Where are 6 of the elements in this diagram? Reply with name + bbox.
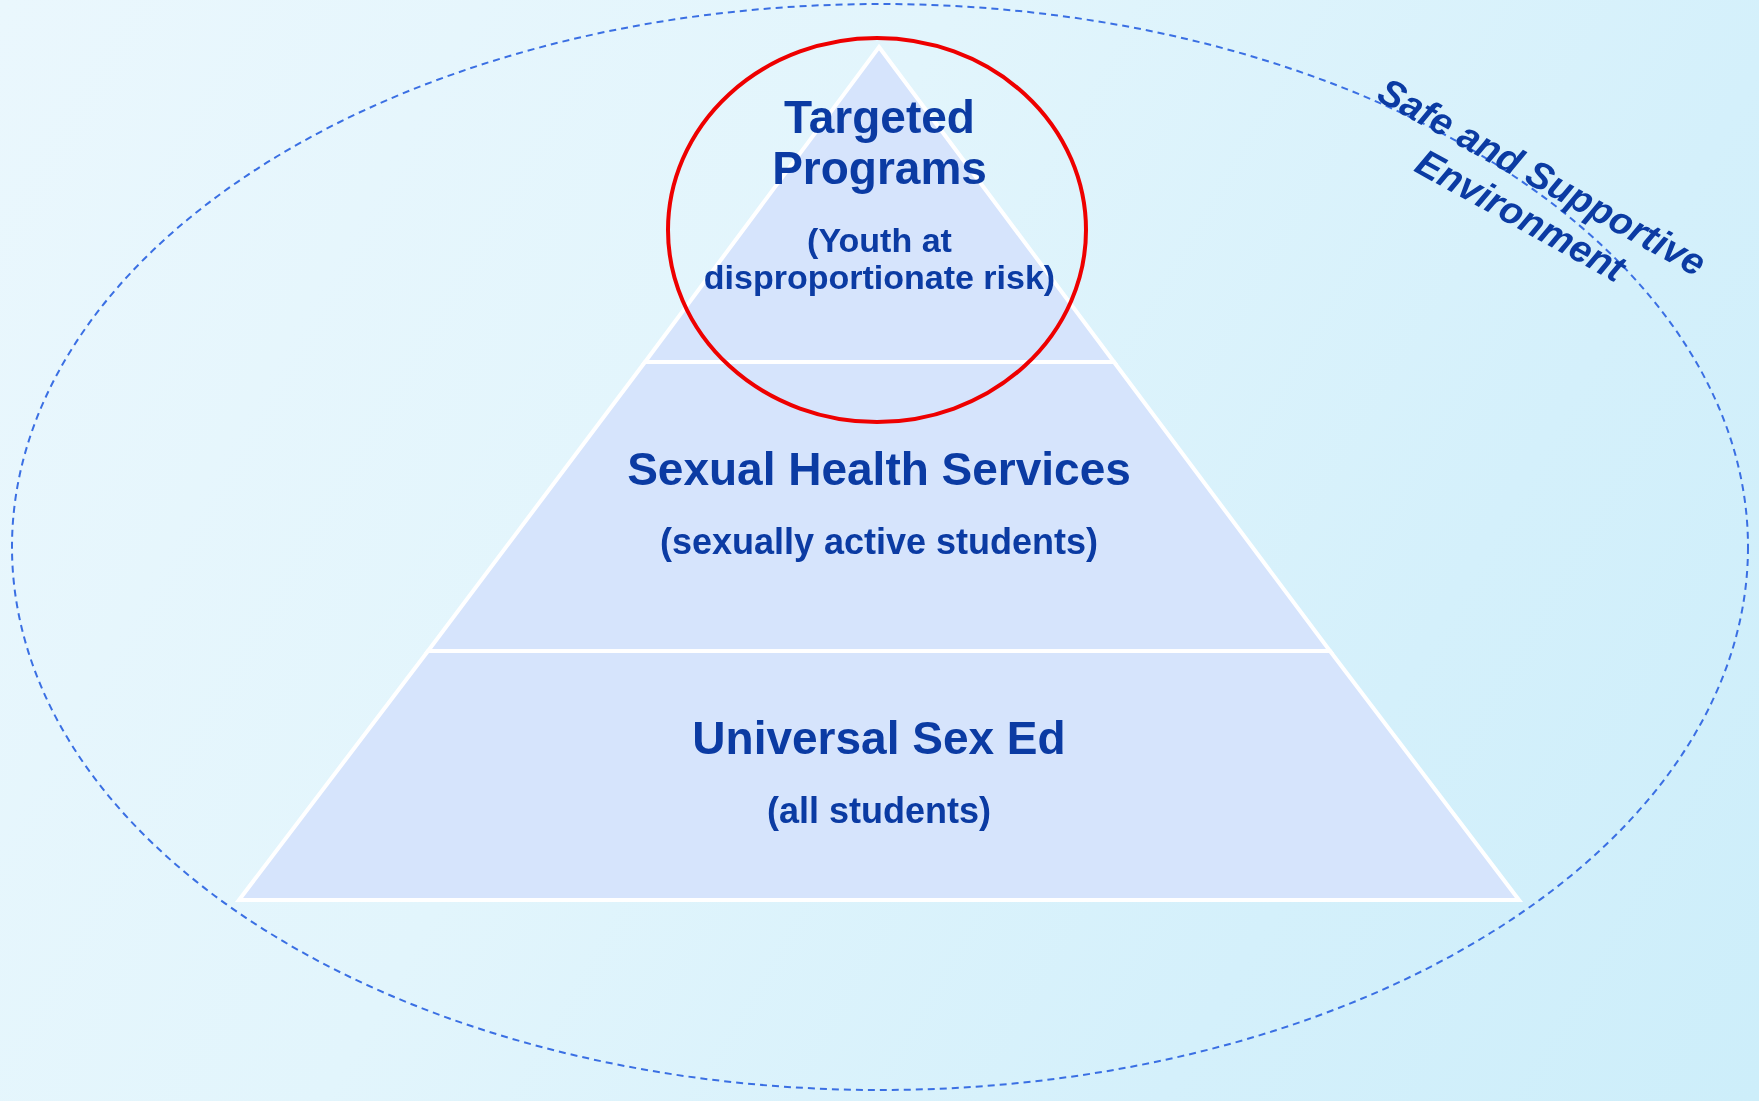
tier-subtitle: (Youth at disproportionate risk) — [702, 222, 1057, 297]
tier-subtitle: (sexually active students) — [658, 522, 1100, 562]
tier-subtitle: (all students) — [766, 791, 992, 831]
tier-title: Targeted Programs — [771, 92, 988, 194]
tier-title: Universal Sex Ed — [691, 713, 1067, 764]
tier-title: Sexual Health Services — [626, 444, 1132, 495]
